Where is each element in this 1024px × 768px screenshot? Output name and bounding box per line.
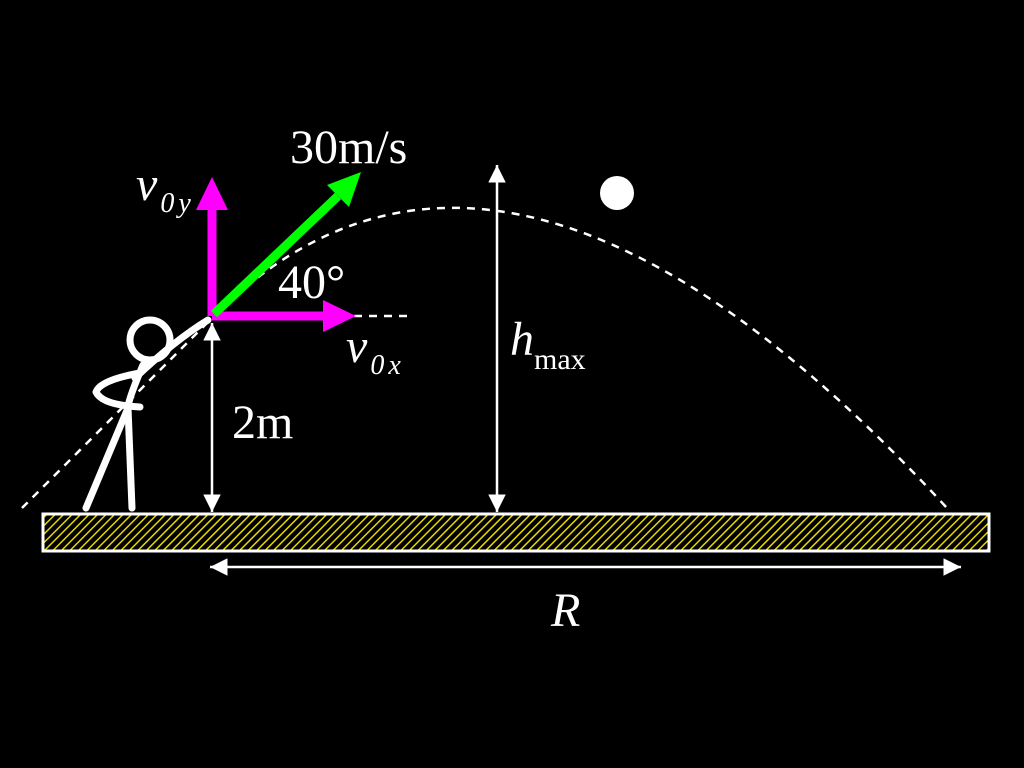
hmax-label-main: h (510, 313, 534, 366)
v0y-vector (196, 177, 228, 316)
launch-height-label: 2m (232, 396, 293, 449)
stick-figure-leg (82, 404, 132, 512)
v0y-label-main: v (136, 158, 158, 211)
trajectory-path (21, 206, 948, 509)
v0y-label-sub: 0y (160, 188, 194, 219)
stick-figure-arm-back (92, 369, 144, 411)
stick-figure-torso (124, 361, 147, 512)
stick-figure (82, 316, 212, 512)
stick-figure-arm (131, 316, 212, 382)
range-label: R (550, 584, 580, 637)
angle-label: 40° (278, 256, 345, 309)
velocity-label: 30m/s (290, 121, 407, 174)
ground-hatch (41, 512, 991, 553)
ball (600, 176, 634, 210)
v0x-label-main: v (346, 320, 368, 373)
hmax-label-sub: max (534, 343, 586, 376)
v0x-vector (212, 300, 356, 332)
hmax-label: hmax (510, 313, 586, 376)
velocity-vector (210, 172, 361, 318)
v0x-label-sub: 0x (370, 350, 404, 381)
